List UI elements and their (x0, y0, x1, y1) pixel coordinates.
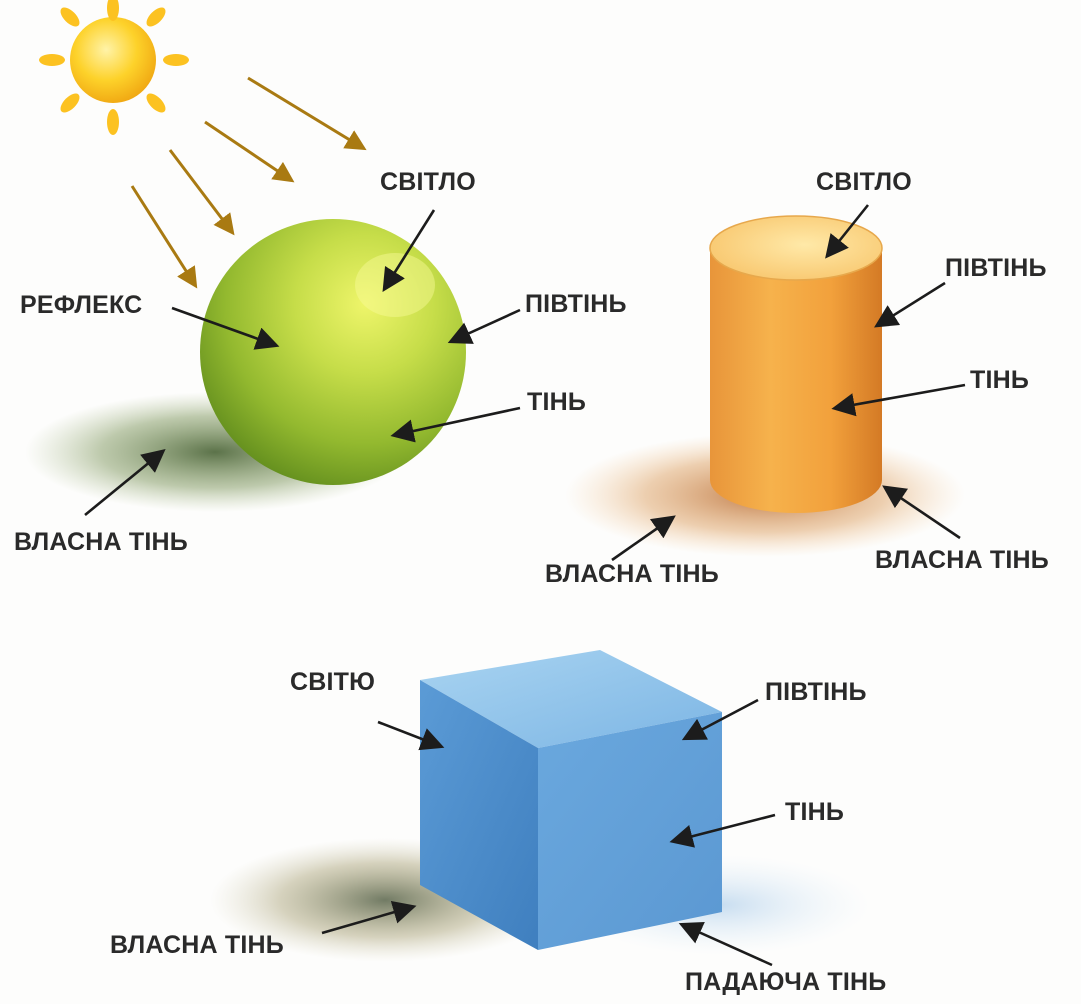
sphere-label-reflex: РЕФЛЕКС (20, 293, 142, 318)
arrow-cylinder-halftone (878, 283, 945, 325)
cube-label-light: СВІТЮ (290, 670, 375, 695)
cube (420, 650, 722, 950)
sphere-label-halftone: ПІВТІНЬ (525, 292, 627, 317)
sphere-label-light: СВІТЛО (380, 170, 476, 195)
cube-label-halftone: ПІВТІНЬ (765, 680, 867, 705)
cylinder-label-halftone: ПІВТІНЬ (945, 256, 1047, 281)
sphere-label-own-shadow: ВЛАСНА ТІНЬ (14, 530, 188, 555)
sphere (200, 219, 466, 485)
cylinder-label-own-shadow-left: ВЛАСНА ТІНЬ (545, 562, 719, 587)
cube-label-cast-shadow: ПАДАЮЧА ТІНЬ (685, 970, 886, 995)
cylinder (710, 216, 882, 513)
cylinder-label-shade: ТІНЬ (970, 368, 1029, 393)
cube-label-shade: ТІНЬ (785, 800, 844, 825)
cylinder-label-own-shadow-right: ВЛАСНА ТІНЬ (875, 548, 1049, 573)
sun-icon (39, 0, 189, 135)
sphere-label-shade: ТІНЬ (527, 390, 586, 415)
cube-label-own-shadow: ВЛАСНА ТІНЬ (110, 933, 284, 958)
cylinder-label-light: СВІТЛО (816, 170, 912, 195)
